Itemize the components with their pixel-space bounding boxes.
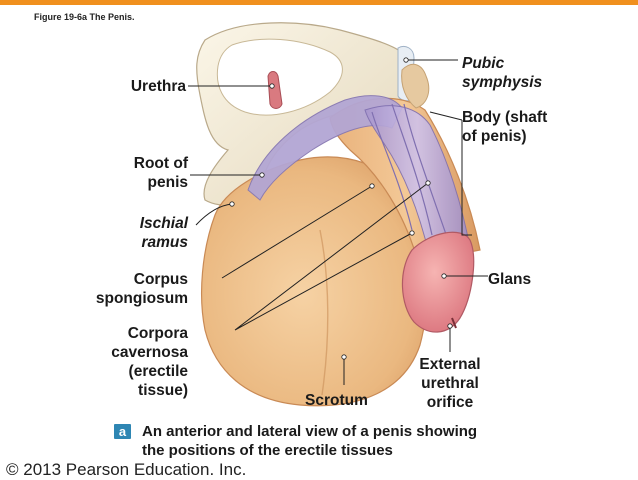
pelvic-bone bbox=[196, 22, 411, 206]
caption-badge: a bbox=[114, 424, 131, 439]
glans-shape bbox=[401, 231, 475, 333]
caption-text: An anterior and lateral view of a penis … bbox=[142, 423, 478, 459]
label-pubic-symphysis: Pubic symphysis bbox=[462, 55, 543, 91]
label-body-shaft: Body (shaft of penis) bbox=[462, 109, 548, 145]
top-accent-bar bbox=[0, 0, 638, 5]
figure-title: Figure 19-6a The Penis. bbox=[34, 12, 135, 22]
label-glans: Glans bbox=[488, 271, 532, 288]
label-corpora-cavernosa: Corpora cavernosa (erectile tissue) bbox=[111, 325, 188, 399]
urethra-shape bbox=[267, 71, 283, 109]
label-external-urethral-orifice: External urethral orifice bbox=[419, 356, 481, 411]
label-corpus-spongiosum: Corpus spongiosum bbox=[95, 271, 188, 307]
label-root-of-penis: Root of penis bbox=[133, 155, 188, 191]
label-ischial-ramus: Ischial ramus bbox=[139, 215, 188, 251]
copyright-notice: © 2013 Pearson Education. Inc. bbox=[6, 460, 247, 479]
scrotum-shape bbox=[201, 156, 429, 407]
label-urethra: Urethra bbox=[130, 78, 186, 95]
label-scrotum: Scrotum bbox=[305, 392, 368, 409]
